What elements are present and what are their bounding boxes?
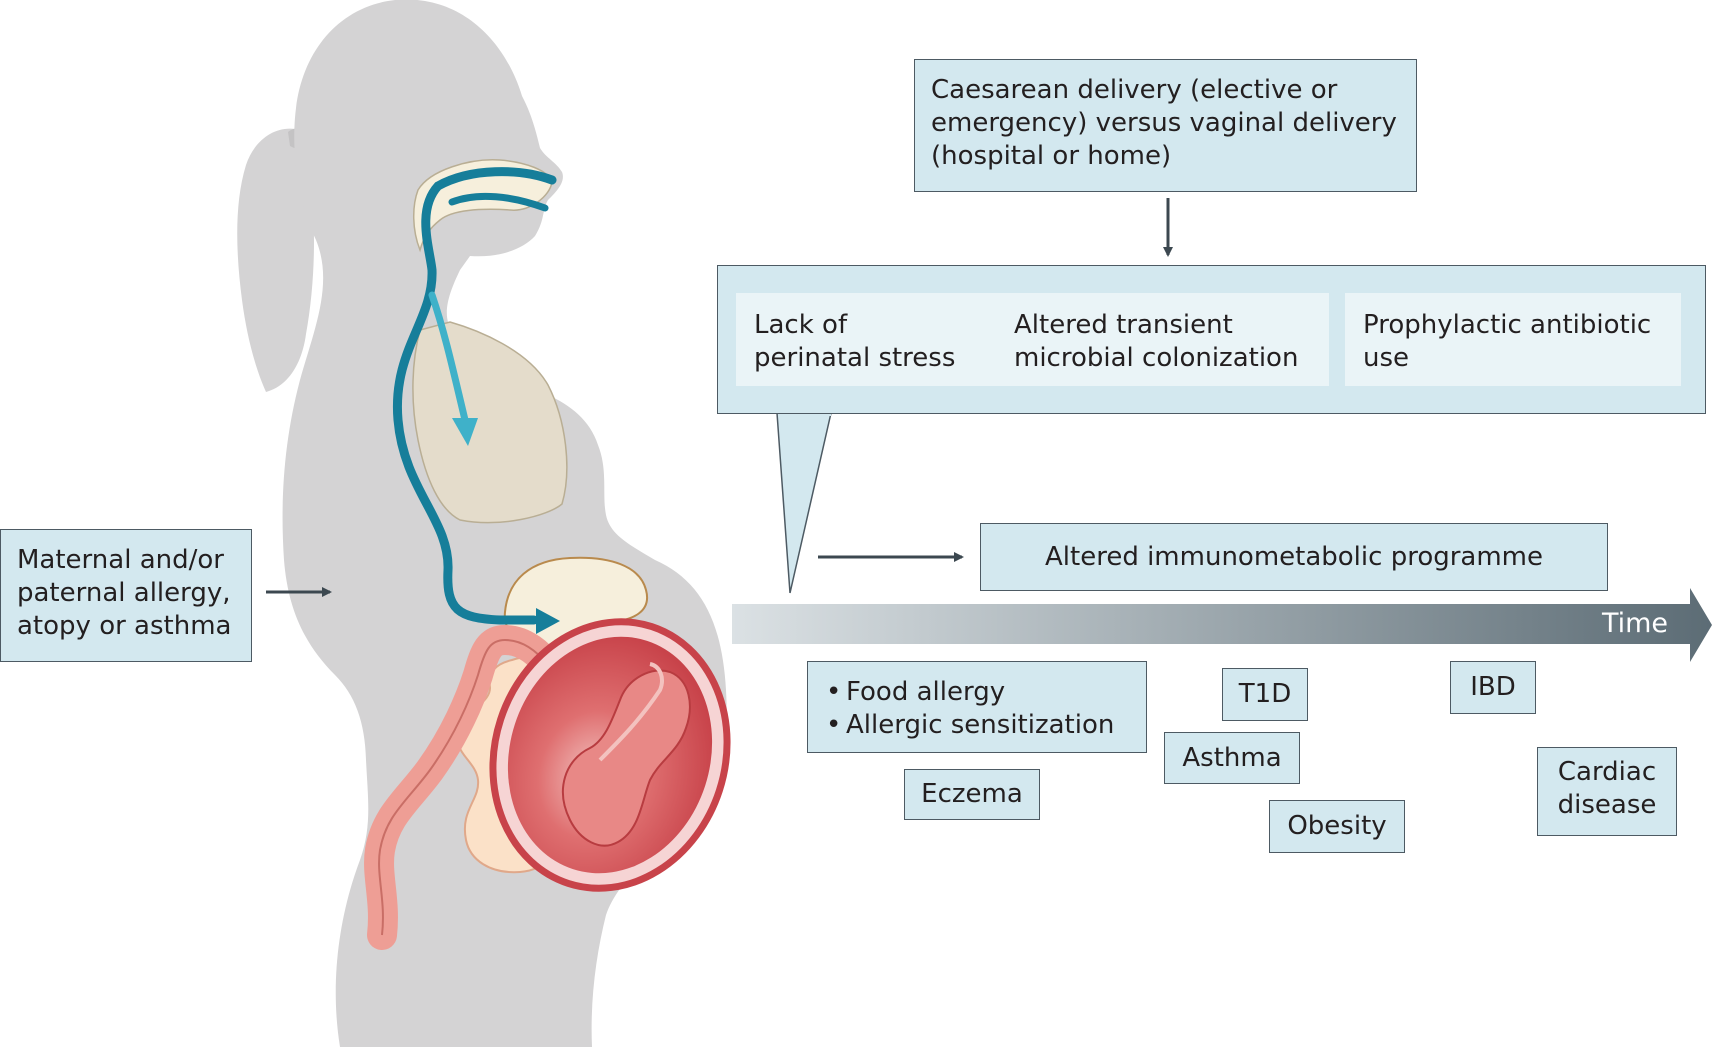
- time-label: Time: [1601, 608, 1669, 639]
- allergy-outcomes-list: Food allergy Allergic sensitization: [808, 662, 1146, 742]
- ponytail: [237, 128, 314, 392]
- umbilical-cord: [598, 662, 664, 762]
- body-outline: [282, 0, 727, 1047]
- factor-microbial-colonization: Altered transient microbial colonization: [996, 293, 1329, 386]
- outcome-eczema: Eczema: [904, 769, 1040, 820]
- caesarean-line-1: Caesarean delivery (elective or: [931, 75, 1338, 105]
- immunometabolic-programme-box: Altered immunometabolic programme: [980, 523, 1608, 591]
- parental-line-1: Maternal and/or: [17, 545, 224, 575]
- airway-path-to-gut: [392, 167, 557, 625]
- outcome-ibd: IBD: [1450, 661, 1536, 714]
- airway-branch-mouth: [448, 192, 549, 212]
- outcome-food-allergy: Food allergy: [826, 676, 1130, 709]
- uterus-with-fetus: [489, 618, 731, 892]
- caesarean-delivery-box: Caesarean delivery (elective or emergenc…: [914, 59, 1417, 192]
- outcome-allergic-sensitization: Allergic sensitization: [826, 709, 1130, 742]
- colon-outline: [378, 638, 549, 936]
- factor-perinatal-stress: Lack of perinatal stress: [736, 293, 998, 386]
- outcome-t1d: T1D: [1222, 668, 1308, 721]
- outcome-cardiac-disease: Cardiac disease: [1537, 747, 1677, 836]
- fetus: [561, 669, 691, 847]
- parental-allergy-box: Maternal and/or paternal allergy, atopy …: [0, 529, 252, 662]
- airway-arrowhead-lung: [452, 418, 478, 446]
- timeline-arrow: [732, 588, 1712, 662]
- callout-pointer: [776, 412, 832, 594]
- allergy-outcomes-box: Food allergy Allergic sensitization: [807, 661, 1147, 753]
- airway-branch-to-lung: [428, 291, 469, 424]
- parental-line-3: atopy or asthma: [17, 611, 232, 641]
- caesarean-line-3: (hospital or home): [931, 141, 1172, 171]
- outcome-asthma: Asthma: [1164, 732, 1300, 784]
- lung-shape: [412, 321, 568, 524]
- pregnant-woman-silhouette: [237, 0, 727, 1047]
- outcome-obesity: Obesity: [1269, 800, 1405, 853]
- airway-arrowhead-gut: [536, 608, 560, 634]
- factor-antibiotic-use: Prophylactic antibiotic use: [1345, 293, 1681, 386]
- perinatal-factors-box: Lack of perinatal stress Altered transie…: [717, 265, 1706, 414]
- parental-line-2: paternal allergy,: [17, 578, 231, 608]
- programme-label: Altered immunometabolic programme: [1045, 541, 1543, 572]
- caesarean-line-2: emergency) versus vaginal delivery: [931, 108, 1397, 138]
